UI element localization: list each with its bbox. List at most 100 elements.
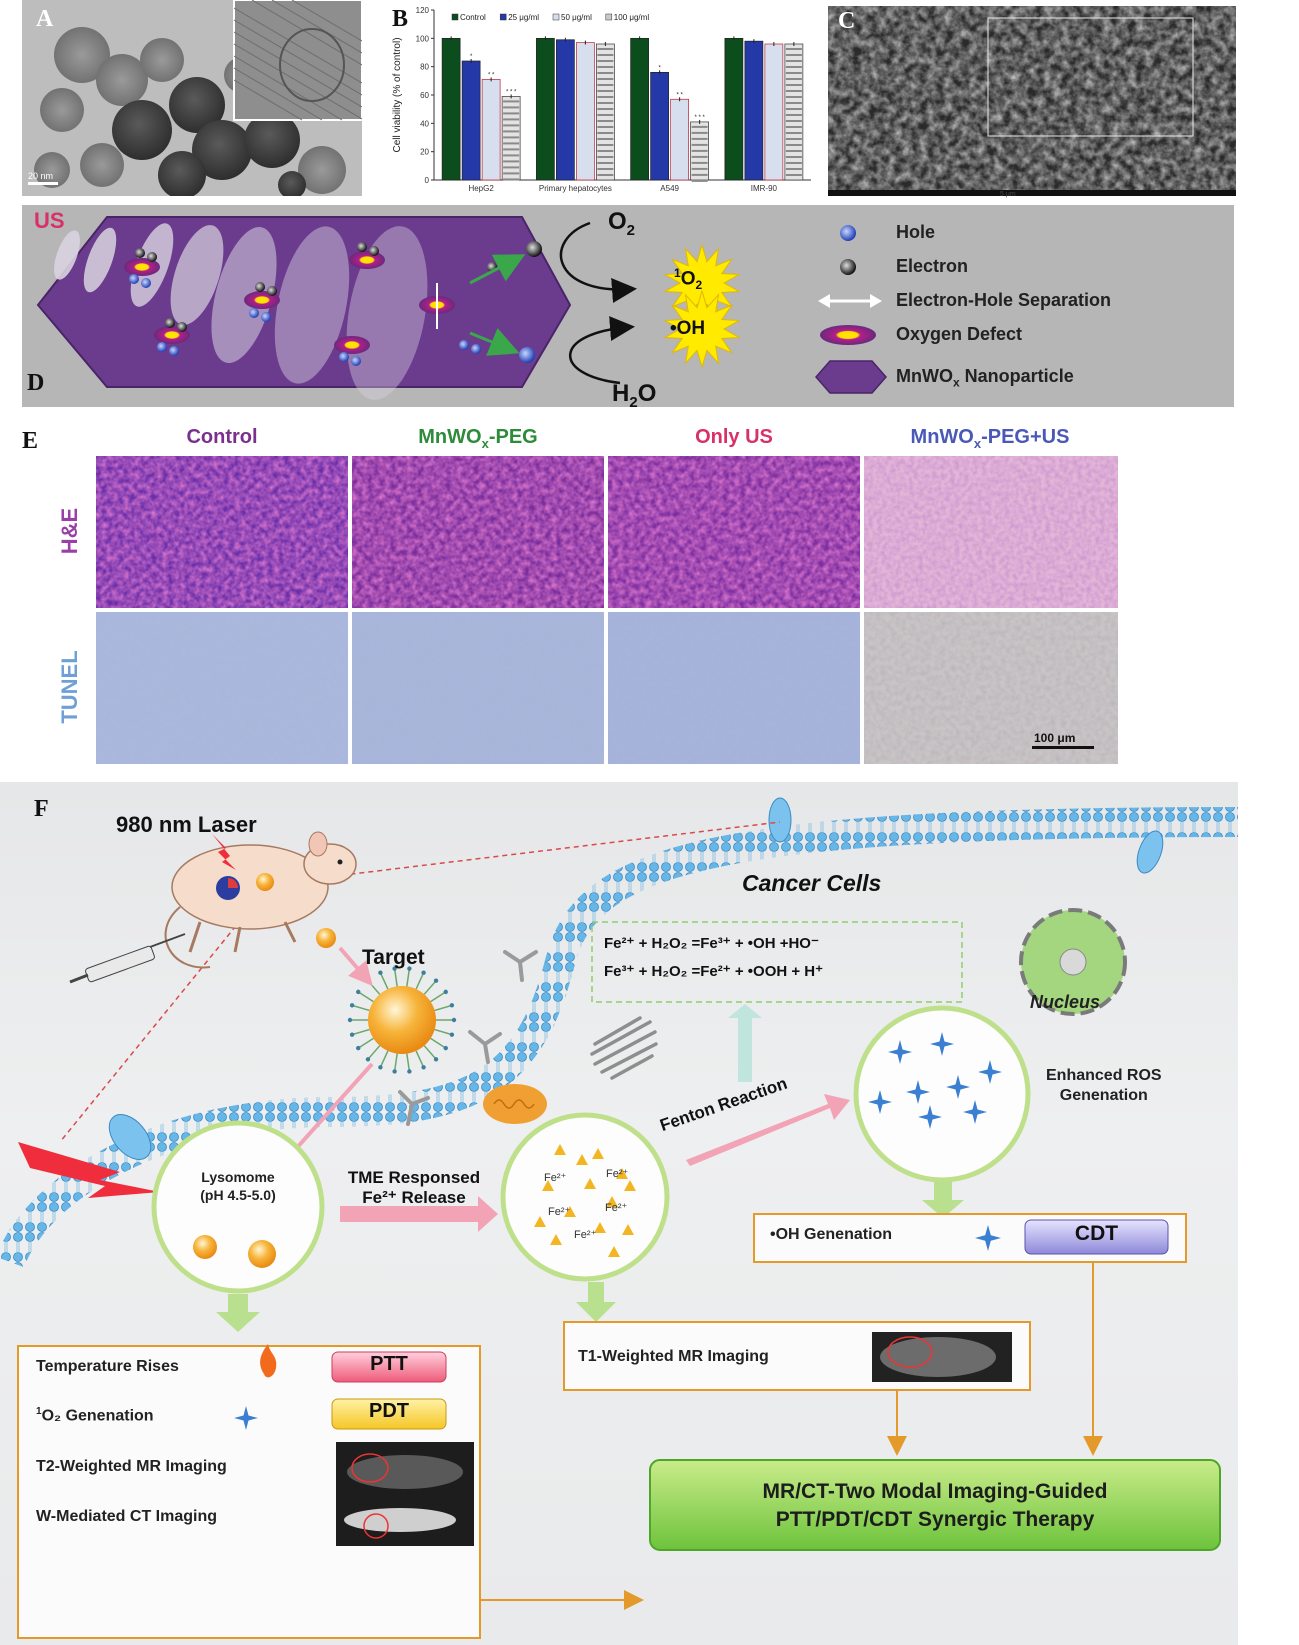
- oxygen-symbol: O: [608, 208, 627, 235]
- chart-y-tick-label: 60: [420, 91, 429, 100]
- chart-legend-swatch: [451, 13, 459, 21]
- chart-significance-mark: * * *: [694, 115, 705, 121]
- chart-bar: [690, 121, 709, 182]
- panel-c-scale-label: 5 μm: [1000, 191, 1016, 198]
- chart-legend-swatch: [605, 13, 613, 21]
- column-label-3: MnWOx-PEG+US: [850, 426, 1130, 451]
- o2-gen-superscript: 1: [36, 1406, 42, 1417]
- legend-electron: Electron: [896, 256, 969, 276]
- singlet-oxygen-label: 1O2: [674, 266, 702, 292]
- row-label-text: TUNEL: [57, 650, 82, 724]
- water-o: O: [637, 380, 657, 407]
- water-h: H: [612, 380, 630, 407]
- chart-bar: [441, 37, 461, 181]
- nucleus-label: Nucleus: [1030, 992, 1101, 1012]
- chart-bar: [670, 98, 689, 181]
- panel-f-graphics: [0, 797, 1238, 1639]
- chart-significance-mark: *: [470, 54, 473, 60]
- chart-bar: [576, 42, 595, 181]
- oxygen-subscript: 2: [626, 221, 636, 239]
- chart-bar: [764, 43, 784, 181]
- column-label-sub: x: [481, 436, 489, 451]
- chart-legend-label: 100 μg/ml: [614, 13, 650, 22]
- fe-ion-label: Fe²⁺: [605, 1202, 628, 1214]
- legend-nanoparticle: MnWOx Nanoparticle: [896, 366, 1074, 390]
- singlet-superscript: 1: [674, 266, 681, 280]
- final-therapy-label: MR/CT-Two Modal Imaging-Guided PTT/PDT/C…: [650, 1478, 1220, 1534]
- oxygen-label: O2: [608, 208, 635, 239]
- release-line2: Fe²⁺ Release: [362, 1188, 466, 1207]
- chart-bar: [650, 71, 669, 181]
- target-label: Target: [362, 946, 425, 969]
- legend-np-end: Nanoparticle: [959, 366, 1074, 386]
- water-subscript: 2: [629, 393, 638, 411]
- panel-a-letter: A: [36, 6, 54, 32]
- mouse-illustration: [164, 831, 357, 969]
- chart-bar: [630, 37, 649, 181]
- legend-hole: Hole: [896, 222, 936, 242]
- column-label-2: Only US: [594, 426, 874, 451]
- panel-d-mechanism: [22, 205, 1234, 407]
- ct-imaging-label: W-Mediated CT Imaging: [36, 1508, 218, 1525]
- panel-a-scale-label: 20 nm: [28, 171, 54, 181]
- chart-y-axis-label: Cell viability (% of control): [392, 37, 403, 152]
- chart-legend-label: 50 μg/ml: [561, 13, 592, 22]
- singlet-subscript: 2: [695, 278, 703, 293]
- panel-b-letter: B: [392, 6, 409, 32]
- chart-legend-swatch: [552, 13, 560, 21]
- fe-ion-label: Fe²⁺: [548, 1206, 571, 1218]
- water-label: H2O: [612, 380, 656, 411]
- final-line1: MR/CT-Two Modal Imaging-Guided: [762, 1480, 1108, 1503]
- chart-category-label: HepG2: [468, 184, 494, 193]
- chart-bar: [724, 37, 744, 181]
- chart-legend-label: Control: [460, 13, 486, 22]
- chart-legend-swatch: [499, 13, 507, 21]
- cancer-cells-label: Cancer Cells: [742, 870, 882, 896]
- panel-c-sem-image: [828, 6, 1236, 196]
- histology-grid: [96, 456, 1118, 764]
- column-label-1: MnWOx-PEG: [338, 426, 618, 451]
- fenton-equation-2: Fe³⁺ + H₂O₂ =Fe²⁺ + •OOH + H⁺: [604, 963, 824, 980]
- t2-imaging-label: T2-Weighted MR Imaging: [36, 1458, 227, 1475]
- column-label-text: MnWO: [418, 426, 482, 448]
- column-label-0: Control: [82, 426, 362, 451]
- column-label-sub: x: [973, 436, 982, 451]
- chart-category-label: Primary hepatocytes: [539, 184, 612, 193]
- ptt-badge: PTT: [370, 1353, 408, 1375]
- column-label-end: -PEG: [488, 426, 538, 448]
- legend-np-text: MnWO: [896, 366, 953, 386]
- chart-category-label: IMR-90: [751, 184, 778, 193]
- chart-significance-mark: * *: [676, 92, 683, 98]
- chart-y-tick-label: 100: [416, 34, 430, 43]
- chart-bar: [744, 40, 764, 181]
- column-label-text: Control: [186, 426, 258, 448]
- ros-label-line1: Enhanced ROS: [1046, 1067, 1162, 1084]
- chart-significance-mark: * * *: [506, 89, 517, 95]
- lysosome-line1: Lysomome: [201, 1169, 275, 1185]
- chart-y-tick-label: 80: [420, 63, 429, 72]
- row-label-text: H&E: [57, 507, 82, 555]
- lysosome-label: Lysomome (pH 4.5-5.0): [172, 1168, 304, 1204]
- legend-defect: Oxygen Defect: [896, 324, 1023, 344]
- fe-release-label: TME Responsed Fe²⁺ Release: [316, 1168, 512, 1208]
- chart-bar: [461, 60, 481, 181]
- panel-a-tem-image: [22, 0, 363, 199]
- oh-generation-label: •OH Genenation: [770, 1226, 893, 1243]
- o2-gen-text: O₂ Genenation: [41, 1407, 154, 1425]
- ros-label-line2: Genenation: [1059, 1087, 1148, 1104]
- panel-d-letter: D: [27, 370, 45, 396]
- final-line2: PTT/PDT/CDT Synergic Therapy: [775, 1508, 1095, 1531]
- panel-f-letter: F: [34, 796, 49, 822]
- legend-separation: Electron-Hole Separation: [896, 290, 1112, 310]
- chart-bar: [481, 79, 501, 181]
- chart-y-tick-label: 0: [425, 176, 430, 185]
- pdt-badge: PDT: [369, 1400, 409, 1422]
- t1-imaging-label: T1-Weighted MR Imaging: [578, 1348, 769, 1365]
- column-label-text: Only US: [695, 426, 773, 448]
- fe-ion-label: Fe²⁺: [544, 1172, 567, 1184]
- chart-y-tick-label: 120: [416, 6, 430, 15]
- hydroxyl-radical-label: •OH: [670, 318, 706, 339]
- chart-y-tick-label: 20: [420, 148, 429, 157]
- chart-bar: [536, 37, 555, 181]
- cdt-badge: CDT: [1074, 1222, 1119, 1245]
